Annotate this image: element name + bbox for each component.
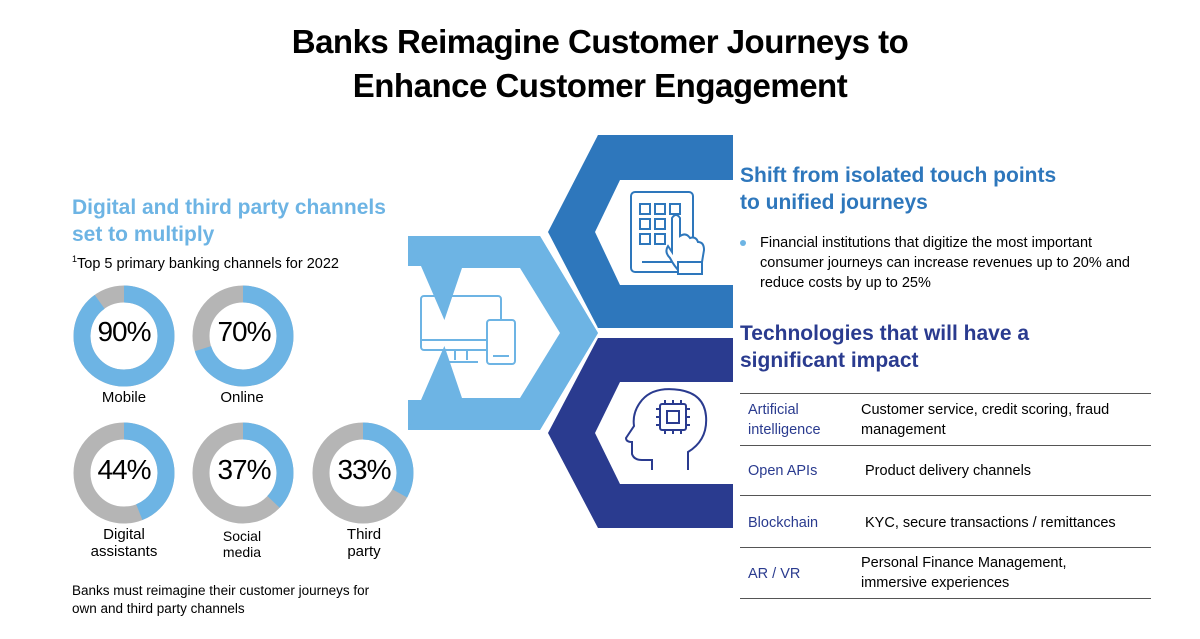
- tech-name-ai: Artificial intelligence: [748, 400, 821, 440]
- tech-name-line: intelligence: [748, 422, 821, 438]
- page-title: Banks Reimagine Customer Journeys to Enh…: [0, 20, 1200, 108]
- technologies-heading-line-1: Technologies that will have a: [740, 322, 1030, 345]
- title-line-2: Enhance Customer Engagement: [352, 67, 848, 104]
- tech-name-line: Artificial: [748, 402, 799, 418]
- donut-label-social-media: Social media: [182, 528, 302, 560]
- tech-use-line: management: [861, 422, 946, 438]
- tech-use-open-apis: Product delivery channels: [865, 463, 1032, 479]
- ai-head-icon: [624, 388, 708, 470]
- donut-label-line: party: [347, 543, 381, 560]
- donut-value-online: 70%: [217, 316, 271, 347]
- donut-label-online: Online: [220, 389, 264, 406]
- channels-heading: Digital and third party channels set to …: [72, 194, 432, 248]
- channels-subheading-text: Top 5 primary banking channels for 2022: [77, 255, 339, 272]
- tech-use-line: immersive experiences: [861, 575, 1010, 591]
- tech-name-ar-vr: AR / VR: [748, 566, 801, 582]
- donut-label-line: Social: [222, 528, 262, 544]
- journeys-heading: Shift from isolated touch points to unif…: [740, 162, 1160, 216]
- tech-use-blockchain: KYC, secure transactions / remittances: [865, 515, 1116, 531]
- bullet-dot: [740, 240, 746, 246]
- donut-label-line: media: [222, 544, 262, 560]
- journeys-heading-line-2: to unified journeys: [740, 191, 928, 214]
- channels-heading-line-2: set to multiply: [72, 223, 215, 246]
- donut-value-third-party: 33%: [337, 454, 391, 485]
- tech-name-open-apis: Open APIs: [748, 463, 818, 479]
- technologies-heading: Technologies that will have a significan…: [740, 320, 1160, 374]
- channels-note-line-2: own and third party channels: [72, 601, 245, 616]
- journeys-bullet-text: Financial institutions that digitize the…: [760, 235, 1130, 291]
- donut-label-line: assistants: [90, 543, 158, 560]
- journeys-heading-line-1: Shift from isolated touch points: [740, 164, 1057, 187]
- channels-heading-line-1: Digital and third party channels: [72, 196, 386, 219]
- channels-note-line-1: Banks must reimagine their customer jour…: [72, 583, 370, 598]
- tech-name-blockchain: Blockchain: [748, 515, 819, 531]
- donut-label-digital-assistants: Digital assistants: [64, 526, 184, 560]
- tech-use-line: Customer service, credit scoring, fraud: [861, 402, 1110, 418]
- footnote-marker: 1: [72, 254, 78, 264]
- technologies-heading-line-2: significant impact: [740, 349, 919, 372]
- donut-label-line: Digital: [103, 526, 145, 543]
- tech-use-ai: Customer service, credit scoring, fraud …: [861, 400, 1151, 440]
- table-bottom-rule: [740, 598, 1151, 599]
- devices-icon: [420, 295, 516, 365]
- tech-use-line: Personal Finance Management,: [861, 555, 1067, 571]
- channels-note: Banks must reimagine their customer jour…: [72, 582, 412, 618]
- title-line-1: Banks Reimagine Customer Journeys to: [291, 23, 909, 60]
- table-row: Open APIs Product delivery channels: [740, 445, 1151, 496]
- table-row: AR / VR Personal Finance Management, imm…: [740, 547, 1151, 599]
- donut-label-third-party: Third party: [304, 526, 424, 560]
- table-row: Blockchain KYC, secure transactions / re…: [740, 495, 1151, 548]
- donut-label-mobile: Mobile: [101, 389, 147, 406]
- table-row: Artificial intelligence Customer service…: [740, 393, 1151, 446]
- donut-value-social-media: 37%: [217, 454, 271, 485]
- tablet-touch-icon: [630, 191, 706, 275]
- donut-value-digital-assistants: 44%: [97, 454, 151, 485]
- donut-value-mobile: 90%: [97, 316, 151, 347]
- tech-use-ar-vr: Personal Finance Management, immersive e…: [861, 553, 1151, 593]
- channels-subheading: 1Top 5 primary banking channels for 2022: [72, 254, 339, 272]
- donut-label-line: Third: [346, 526, 382, 543]
